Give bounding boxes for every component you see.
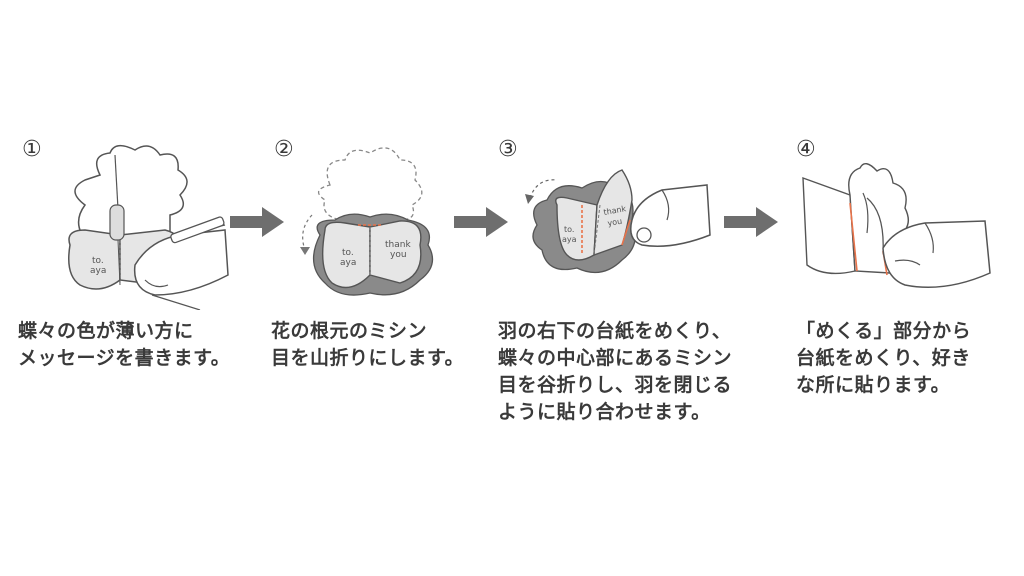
arrow-2	[454, 207, 508, 237]
svg-text:thank: thank	[603, 204, 627, 217]
step-3-illustration: to. aya thank you	[525, 169, 711, 274]
step-1-number: ①	[22, 137, 42, 162]
step-1-description: 蝶々の色が薄い方に メッセージを書きます。	[18, 318, 230, 372]
svg-text:to.: to.	[342, 248, 354, 258]
svg-text:to.: to.	[564, 225, 574, 234]
step-2-line-1: 花の根元のミシン	[271, 320, 428, 342]
step-3-line-3: 目を谷折りし、羽を閉じる	[498, 374, 733, 396]
step-4-illustration	[802, 163, 991, 289]
step-4-line-1: 「めくる」部分から	[796, 320, 972, 342]
step-4-description: 「めくる」部分から 台紙をめくり、好き な所に貼ります。	[796, 318, 971, 399]
svg-text:you: you	[607, 217, 623, 228]
step-3-line-2: 蝶々の中心部にあるミシン	[498, 347, 733, 369]
step-4-number: ④	[796, 137, 816, 162]
step-4-line-2: 台紙をめくり、好き	[796, 347, 971, 369]
arrow-3	[724, 207, 778, 237]
svg-text:aya: aya	[340, 258, 356, 268]
step-1-illustration: to. aya	[68, 144, 229, 310]
svg-text:you: you	[390, 250, 407, 260]
arrow-1	[230, 207, 284, 237]
step-4-line-3: な所に貼ります。	[796, 374, 951, 396]
svg-text:aya: aya	[90, 266, 106, 276]
step-2-number: ②	[274, 137, 294, 162]
step-2-illustration: to. aya thank you	[300, 147, 434, 296]
step-2-line-2: 目を山折りにします。	[271, 347, 465, 369]
step-3-description: 羽の右下の台紙をめくり、 蝶々の中心部にあるミシン 目を谷折りし、羽を閉じる よ…	[498, 318, 732, 426]
step-2-description: 花の根元のミシン 目を山折りにします。	[271, 318, 464, 372]
step-1-line-1: 蝶々の色が薄い方に	[18, 320, 194, 342]
step-3-line-4: ように貼り合わせます。	[498, 401, 711, 423]
step-1-line-2: メッセージを書きます。	[18, 347, 231, 369]
step-1-wing-text: to.	[92, 256, 104, 266]
step-3-number: ③	[498, 137, 518, 162]
step-3-line-1: 羽の右下の台紙をめくり、	[498, 320, 732, 342]
svg-text:aya: aya	[562, 235, 577, 244]
svg-text:thank: thank	[385, 240, 411, 250]
